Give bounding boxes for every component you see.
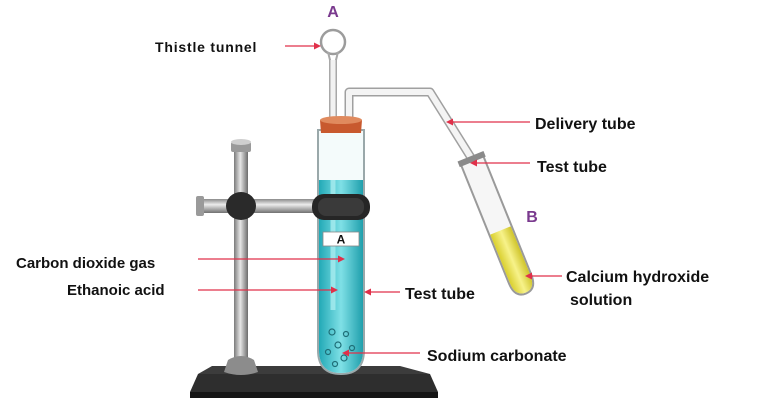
ethanoic-acid-pointer <box>198 286 338 294</box>
sodium-carbonate-bubbles <box>324 328 356 368</box>
test-tube-b-pointer <box>470 159 530 167</box>
test-tube-b <box>457 151 535 296</box>
label-calcium-hydroxide: Calcium hydroxide <box>566 269 709 286</box>
test-tube-a: A <box>317 129 365 376</box>
marker-a: A <box>327 4 339 21</box>
label-test-tube-b: Test tube <box>537 159 607 176</box>
label-co2-gas: Carbon dioxide gas <box>16 255 155 272</box>
delivery-tube <box>344 87 484 175</box>
label-delivery-tube: Delivery tube <box>535 116 636 133</box>
boss-head <box>226 192 256 220</box>
stand-rod <box>224 139 258 375</box>
label-sodium-carbonate: Sodium carbonate <box>427 348 567 365</box>
test-tube-a-pointer <box>364 288 400 296</box>
label-ethanoic-acid: Ethanoic acid <box>67 282 165 299</box>
rubber-stopper <box>320 116 362 133</box>
label-test-tube-a: Test tube <box>405 286 475 303</box>
clamp-arm <box>196 196 328 216</box>
marker-b: B <box>526 209 538 226</box>
label-thistle-tunnel: Thistle tunnel <box>155 39 257 55</box>
label-calcium-hydroxide-solution: solution <box>570 292 632 309</box>
delivery-tube-pointer <box>446 118 530 126</box>
thistle-tunnel-pointer <box>285 42 321 50</box>
ethanoic-acid-liquid <box>319 180 363 373</box>
pointer-lines <box>198 42 562 357</box>
limewater-liquid <box>490 226 533 294</box>
sodium-carbonate-pointer <box>342 349 420 357</box>
clamp-grip <box>312 194 370 220</box>
tube-a-marker: A <box>337 233 346 247</box>
co2-gas-pointer <box>198 255 345 263</box>
calcium-hydroxide-pointer <box>525 272 562 280</box>
